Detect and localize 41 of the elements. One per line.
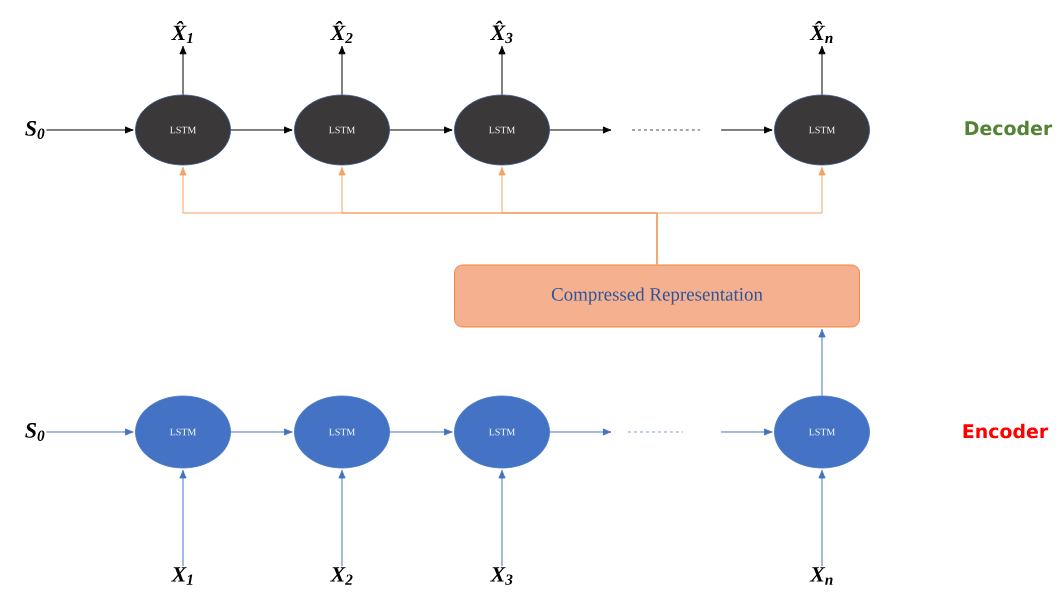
lstm-cell: LSTM <box>454 395 550 469</box>
arrow <box>338 45 346 96</box>
lstm-cell: LSTM <box>294 395 390 469</box>
arrow <box>720 428 773 436</box>
output-label: X̂$_{3}$ <box>490 20 513 44</box>
arrow <box>818 469 826 567</box>
arrow <box>230 428 293 436</box>
arrow <box>720 126 773 134</box>
output-label: X̂$_{n}$ <box>809 20 833 44</box>
arrow <box>818 45 826 96</box>
arrow <box>45 428 134 436</box>
output-label: X̂$_{2}$ <box>330 20 353 44</box>
arrow <box>389 428 453 436</box>
arrow <box>179 469 187 567</box>
arrow <box>230 126 293 134</box>
lstm-cell: LSTM <box>454 94 550 166</box>
output-label: X̂$_{1}$ <box>171 20 193 44</box>
lstm-cell: LSTM <box>135 94 231 166</box>
arrow <box>818 328 826 397</box>
input-label: X$_{3}$ <box>490 567 513 585</box>
arrow <box>179 45 187 96</box>
arrow <box>549 428 612 436</box>
state-label: S$_{0}$ <box>25 423 45 441</box>
arrow <box>389 126 453 134</box>
section-label: Decoder <box>965 120 1053 136</box>
arrow <box>45 126 134 134</box>
section-label: Encoder <box>963 423 1049 439</box>
arrow <box>338 469 346 567</box>
lstm-cell: LSTM <box>774 94 870 166</box>
lstm-cell: LSTM <box>294 94 390 166</box>
input-label: X$_{n}$ <box>809 567 833 585</box>
input-label: X$_{2}$ <box>330 567 353 585</box>
lstm-cell: LSTM <box>774 395 870 469</box>
lstm-cell: LSTM <box>135 395 231 469</box>
arrow <box>549 126 612 134</box>
representation-box: Compressed Representation <box>454 264 860 328</box>
state-label: S$_{0}$ <box>25 121 45 139</box>
arrow <box>498 45 506 96</box>
arrow <box>656 166 826 266</box>
arrow <box>498 469 506 567</box>
input-label: X$_{1}$ <box>171 567 193 585</box>
